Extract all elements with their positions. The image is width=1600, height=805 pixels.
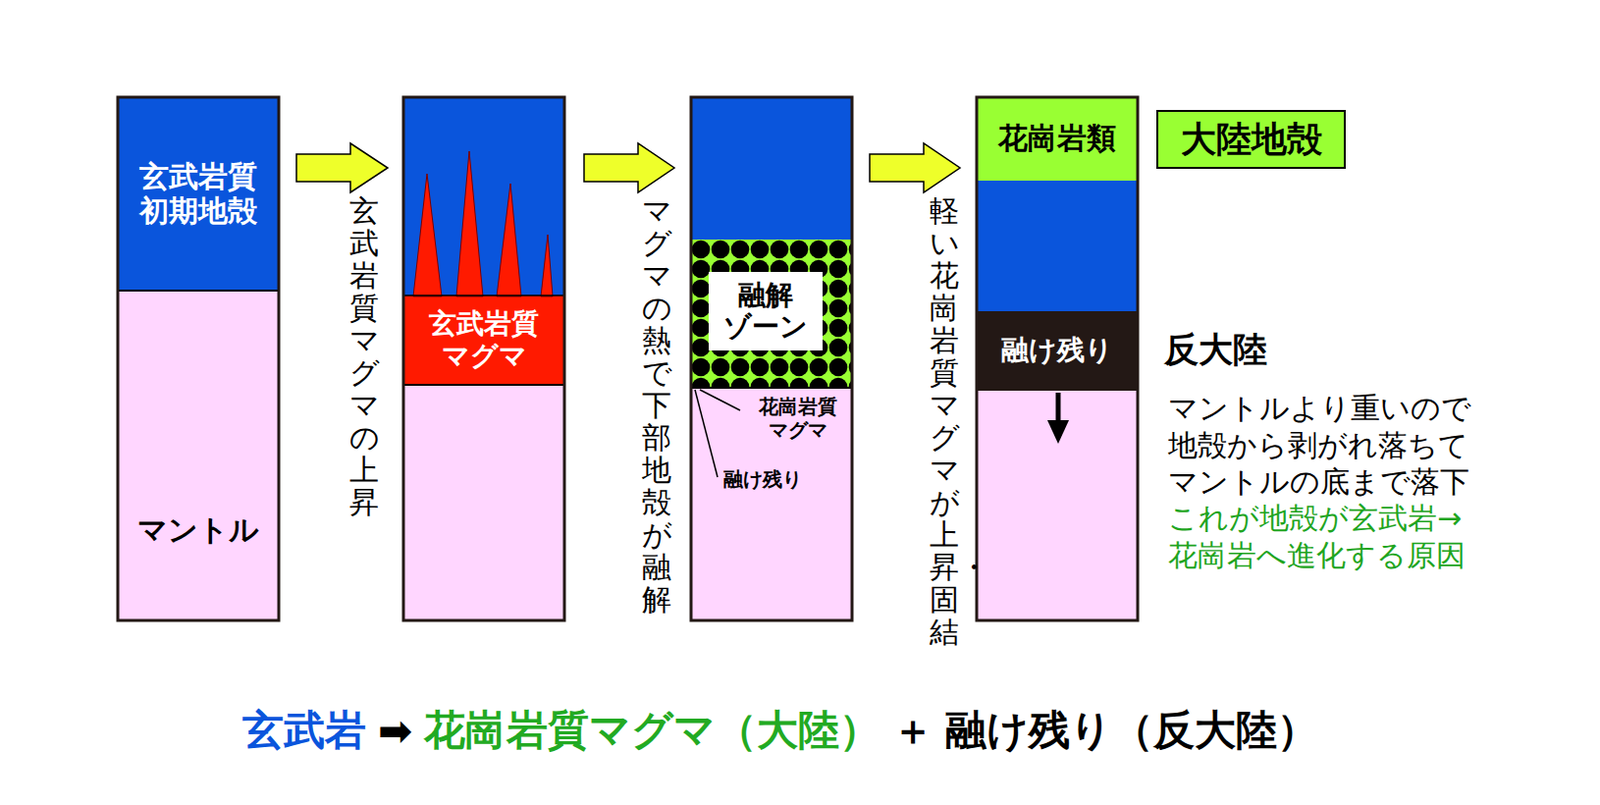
column-outline [403, 97, 565, 621]
boundary [691, 386, 853, 389]
summary-arrow: ➡ [377, 706, 413, 755]
crust [403, 97, 565, 296]
mantle [403, 384, 565, 621]
magma [403, 295, 565, 385]
boundary [403, 294, 565, 297]
melting-zone [691, 239, 853, 388]
column-3 [691, 97, 853, 621]
anti-continent-label: 反大陸 [1164, 329, 1361, 370]
summary-plus: ＋ [892, 702, 934, 758]
step-description: 玄武岩質マグマの上昇 [349, 194, 379, 519]
magma-spike [496, 183, 522, 297]
continental-crust-box: 大陸地殻 [1156, 109, 1346, 169]
mantle [976, 390, 1138, 621]
node-text: 花崗岩類 [998, 121, 1117, 157]
summary-line: 玄武岩➡花崗岩質マグマ（大陸）＋融け残り（反大陸） [157, 702, 1404, 758]
summary-granite-magma: 花崗岩質マグマ（大陸） [424, 702, 881, 758]
node-text: 融け残り [1001, 334, 1114, 367]
magma-spike [456, 151, 483, 297]
residue-layer [976, 311, 1138, 391]
step-arrow [296, 143, 388, 193]
callout-label: 融け残り [723, 467, 822, 491]
residue-band: 融け残り [976, 311, 1138, 391]
callout-label: 花崗岩質 マグマ [744, 394, 853, 442]
granite-layer [976, 97, 1138, 181]
column-outline [117, 97, 279, 621]
column-1 [117, 97, 279, 621]
column-2 [403, 97, 565, 621]
basalt-crust [117, 97, 279, 291]
step-arrow [869, 143, 960, 193]
step-description: 軽い花崗岩質マグマが上昇・固結 [929, 194, 960, 648]
crust [976, 180, 1138, 312]
boundary [117, 289, 279, 292]
mantle [117, 290, 279, 621]
sinking-arrowhead [1047, 420, 1069, 444]
melting-zone-box: 融解 ゾーン [708, 271, 823, 351]
summary-residue: 融け残り（反大陸） [945, 702, 1319, 758]
column-4 [976, 97, 1138, 621]
magma-band: 玄武岩質 マグマ [403, 295, 565, 385]
leader-line [699, 389, 741, 411]
mantle [691, 387, 853, 621]
leader-line [694, 389, 718, 478]
node-text: 玄武岩質 マグマ [410, 308, 558, 372]
column-outline [691, 97, 853, 621]
step-description: マグマの熱で下部地殻が融解 [641, 194, 672, 616]
node-text: 融解 ゾーン [714, 279, 817, 343]
granite-band: 花崗岩類 [976, 97, 1138, 181]
magma-spike [413, 173, 442, 297]
column-outline [976, 97, 1138, 621]
step-arrow [584, 143, 675, 193]
summary-basalt: 玄武岩 [242, 702, 367, 758]
sinking-arrow [1056, 392, 1062, 425]
crust [691, 97, 853, 240]
crust-label-band: 玄武岩質 初期地殻 [117, 97, 279, 291]
conclusion-note: これが地殻が玄武岩→ 花崗岩へ進化する原因 [1168, 499, 1493, 574]
node-text: マントル [137, 513, 260, 548]
boundary [403, 383, 565, 386]
explanation-note: マントルより重いので 地殻から剥がれ落ちて マントルの底まで落下 [1168, 389, 1493, 501]
mantle-label-band: マントル [119, 502, 277, 558]
magma-spike [540, 234, 553, 297]
node-text: 玄武岩質 初期地殻 [124, 160, 272, 228]
node-text: 大陸地殻 [1180, 118, 1323, 160]
